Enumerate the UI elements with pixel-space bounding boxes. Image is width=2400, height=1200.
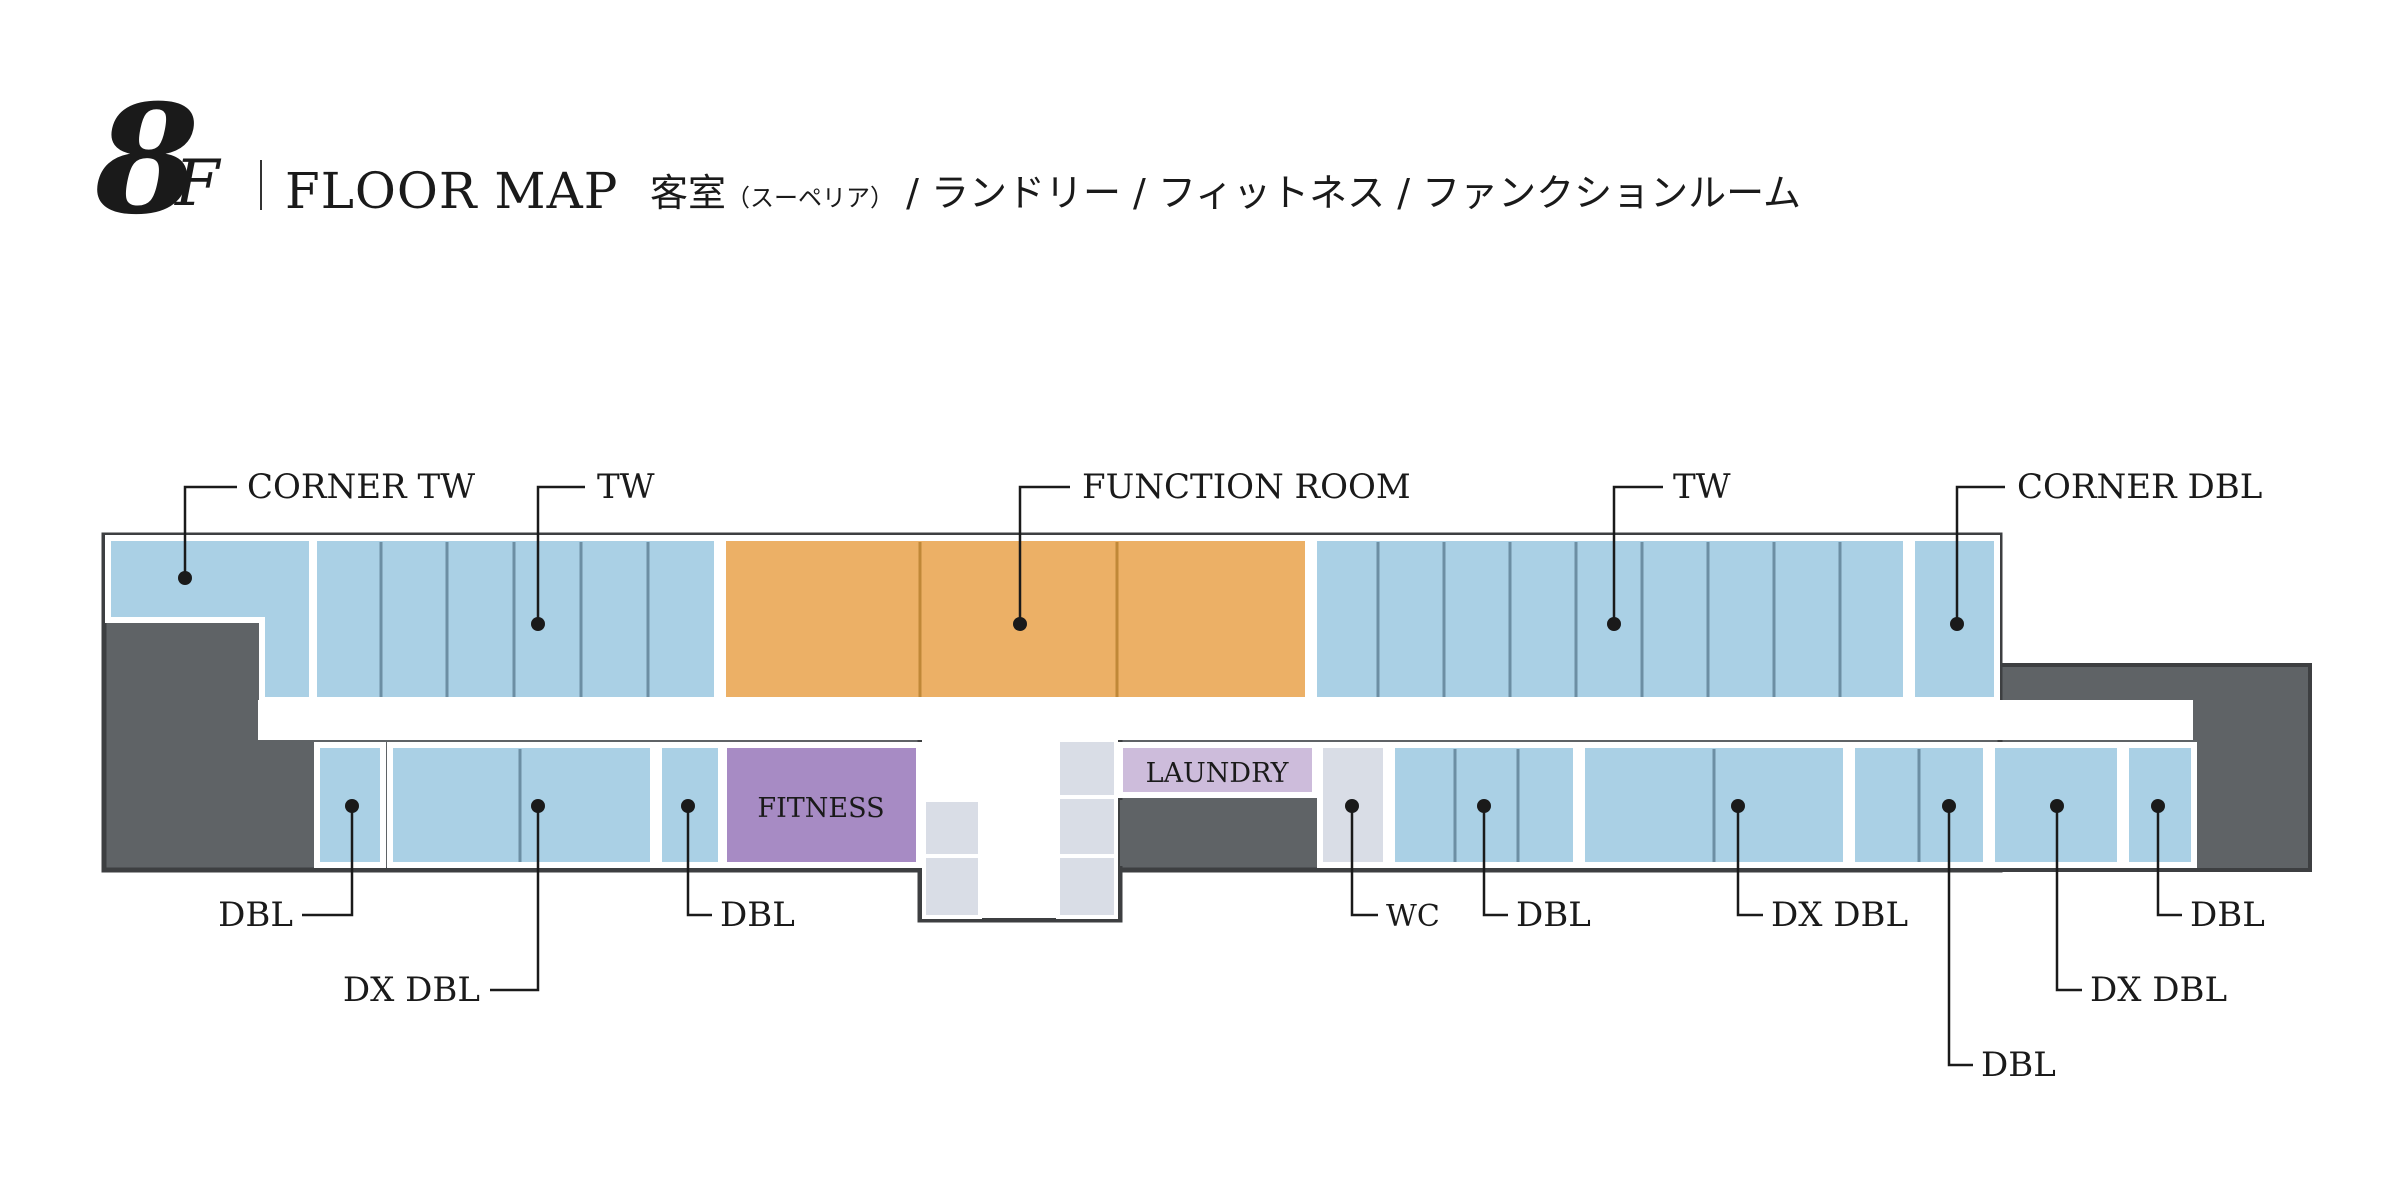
leader-dx-dbl-2 <box>1736 806 1763 917</box>
label-dbl-1: DBL <box>218 895 293 935</box>
leader-dbl-3 <box>1482 806 1508 917</box>
room-markers <box>178 571 2165 813</box>
floor-description: 客室（スーペリア） / ランドリー / フィットネス / ファンクションルーム <box>650 170 1801 221</box>
floor-description-main: 客室 <box>650 171 727 215</box>
leader-corner-dbl <box>1955 485 2005 624</box>
map-title: FLOOR MAP <box>285 162 619 220</box>
marker-dbl-5 <box>2151 799 2165 813</box>
leader-dx-dbl-1 <box>490 806 540 992</box>
map-header: 8 F FLOOR MAP 客室（スーペリア） / ランドリー / フィットネス… <box>0 0 2400 260</box>
tw-right-dividers <box>1376 542 1842 697</box>
label-tw-right: TW <box>1673 467 1731 507</box>
leader-corner-tw <box>183 485 237 578</box>
marker-dbl-3 <box>1477 799 1491 813</box>
room-laundry <box>1117 742 1318 798</box>
header-divider <box>260 160 262 210</box>
function-room-dividers <box>918 542 1119 697</box>
marker-tw-left <box>531 617 545 631</box>
marker-dx-dbl-3 <box>2050 799 2064 813</box>
service-core <box>1120 800 1315 866</box>
label-dx-dbl-3: DX DBL <box>2090 970 2227 1010</box>
marker-function-room <box>1013 617 1027 631</box>
floor-number: 8 <box>95 72 199 248</box>
marker-corner-tw <box>178 571 192 585</box>
callout-labels: CORNER TW TW FUNCTION ROOM TW CORNER DBL… <box>218 467 2265 1085</box>
marker-wc <box>1345 799 1359 813</box>
label-wc: WC <box>1386 899 1440 934</box>
label-corner-tw: CORNER TW <box>247 467 475 507</box>
leader-tw-left <box>536 485 585 624</box>
label-tw-left: TW <box>597 467 655 507</box>
leader-dbl-2 <box>686 806 712 917</box>
marker-corner-dbl <box>1950 617 1964 631</box>
leader-tw-right <box>1612 485 1663 624</box>
marker-dbl-4 <box>1942 799 1956 813</box>
marker-dbl-1 <box>345 799 359 813</box>
top-row-rooms <box>105 535 2000 703</box>
floor-suffix: F <box>175 147 220 221</box>
tw-left-dividers <box>379 542 650 697</box>
corridor-clear <box>258 702 2193 738</box>
floor-description-rest: / ランドリー / フィットネス / ファンクションルーム <box>894 171 1802 215</box>
leader-wc <box>1350 806 1378 917</box>
laundry-label: LAUNDRY <box>1146 758 1290 789</box>
label-dbl-4: DBL <box>1981 1045 2056 1085</box>
marker-tw-right <box>1607 617 1621 631</box>
fitness-label: FITNESS <box>757 793 884 824</box>
floor-description-small: （スーペリア） <box>726 184 895 212</box>
stair-left <box>922 798 982 919</box>
label-dbl-5: DBL <box>2190 895 2265 935</box>
leader-dbl-5 <box>2156 806 2182 917</box>
label-corner-dbl: CORNER DBL <box>2017 467 2262 507</box>
marker-dx-dbl-2 <box>1731 799 1745 813</box>
label-dx-dbl-2: DX DBL <box>1771 895 1908 935</box>
leader-dbl-4 <box>1947 806 1973 1067</box>
leader-dbl-1 <box>302 806 354 917</box>
label-dbl-3: DBL <box>1516 895 1591 935</box>
label-function-room: FUNCTION ROOM <box>1082 467 1411 507</box>
leader-function-room <box>1018 485 1070 624</box>
stair-right <box>1056 738 1118 919</box>
marker-dx-dbl-1 <box>531 799 545 813</box>
leader-lines <box>183 485 2182 1067</box>
marker-dbl-2 <box>681 799 695 813</box>
label-dx-dbl-1: DX DBL <box>343 970 480 1010</box>
leader-dx-dbl-3 <box>2055 806 2082 992</box>
label-dbl-2: DBL <box>720 895 795 935</box>
room-fitness <box>721 742 922 868</box>
